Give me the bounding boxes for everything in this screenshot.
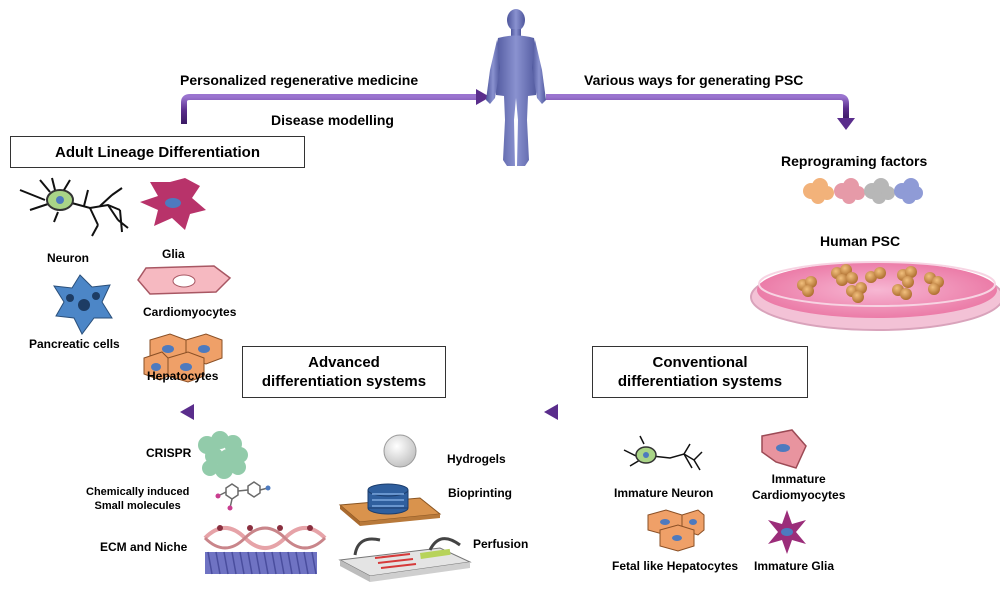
label-cardiomyocytes: Cardiomyocytes bbox=[143, 305, 237, 319]
label-hepatocytes: Hepatocytes bbox=[147, 369, 219, 383]
hydrogel-icon bbox=[383, 434, 417, 468]
conventional-systems-title: Conventional differentiation systems bbox=[617, 354, 783, 390]
immature-cardiomyocyte-icon bbox=[761, 429, 807, 469]
hepatocyte-icon bbox=[143, 333, 223, 383]
bioprinting-icon bbox=[338, 483, 442, 526]
label-small-molecules: Chemically induced Small molecules bbox=[86, 486, 190, 512]
label-bioprinting: Bioprinting bbox=[448, 486, 512, 500]
fetal-hepatocyte-icon bbox=[647, 509, 705, 552]
immature-neuron-icon bbox=[623, 435, 703, 471]
pancreatic-cell-icon bbox=[53, 274, 113, 335]
arrow-advanced-left bbox=[180, 404, 486, 420]
label-fetal-hepatocytes: Fetal like Hepatocytes bbox=[612, 559, 739, 573]
advanced-systems-box: Advanced differentiation systems bbox=[242, 346, 446, 398]
arrow-to-human bbox=[181, 89, 490, 124]
label-crispr: CRISPR bbox=[146, 446, 192, 460]
label-reprogramming-factors: Reprograming factors bbox=[781, 153, 928, 169]
glia-icon bbox=[140, 178, 206, 230]
reprogramming-factors-icon bbox=[803, 178, 923, 204]
crispr-icon bbox=[198, 431, 248, 479]
label-neuron: Neuron bbox=[47, 251, 89, 265]
label-ecm-niche: ECM and Niche bbox=[100, 540, 188, 554]
cardiomyocyte-icon bbox=[137, 265, 232, 295]
conventional-systems-box: Conventional differentiation systems bbox=[592, 346, 808, 398]
label-immature-neuron: Immature Neuron bbox=[614, 486, 714, 500]
human-figure-icon bbox=[486, 9, 546, 166]
arrow-conventional-left bbox=[544, 404, 860, 420]
label-human-psc: Human PSC bbox=[820, 233, 901, 249]
label-personalized-medicine: Personalized regenerative medicine bbox=[180, 72, 419, 88]
ecm-niche-icon bbox=[203, 525, 327, 575]
arrow-to-psc bbox=[546, 94, 855, 130]
neuron-icon bbox=[19, 177, 129, 237]
petri-dish-icon bbox=[750, 261, 1000, 331]
label-perfusion: Perfusion bbox=[473, 537, 529, 551]
immature-glia-icon bbox=[768, 510, 806, 554]
small-molecules-icon bbox=[215, 481, 271, 511]
label-immature-glia: Immature Glia bbox=[754, 559, 835, 573]
label-hydrogels: Hydrogels bbox=[447, 452, 506, 466]
perfusion-chip-icon bbox=[338, 537, 472, 582]
label-disease-modelling: Disease modelling bbox=[271, 112, 394, 128]
adult-lineage-title: Adult Lineage Differentiation bbox=[54, 143, 260, 161]
advanced-systems-title: Advanced differentiation systems bbox=[261, 354, 427, 390]
label-glia: Glia bbox=[162, 247, 185, 261]
label-pancreatic-cells: Pancreatic cells bbox=[29, 337, 120, 351]
label-generating-psc: Various ways for generating PSC bbox=[584, 72, 804, 88]
adult-lineage-box: Adult Lineage Differentiation bbox=[10, 136, 305, 168]
label-immature-cardiomyocytes: Immature Cardiomyocytes bbox=[752, 472, 846, 502]
